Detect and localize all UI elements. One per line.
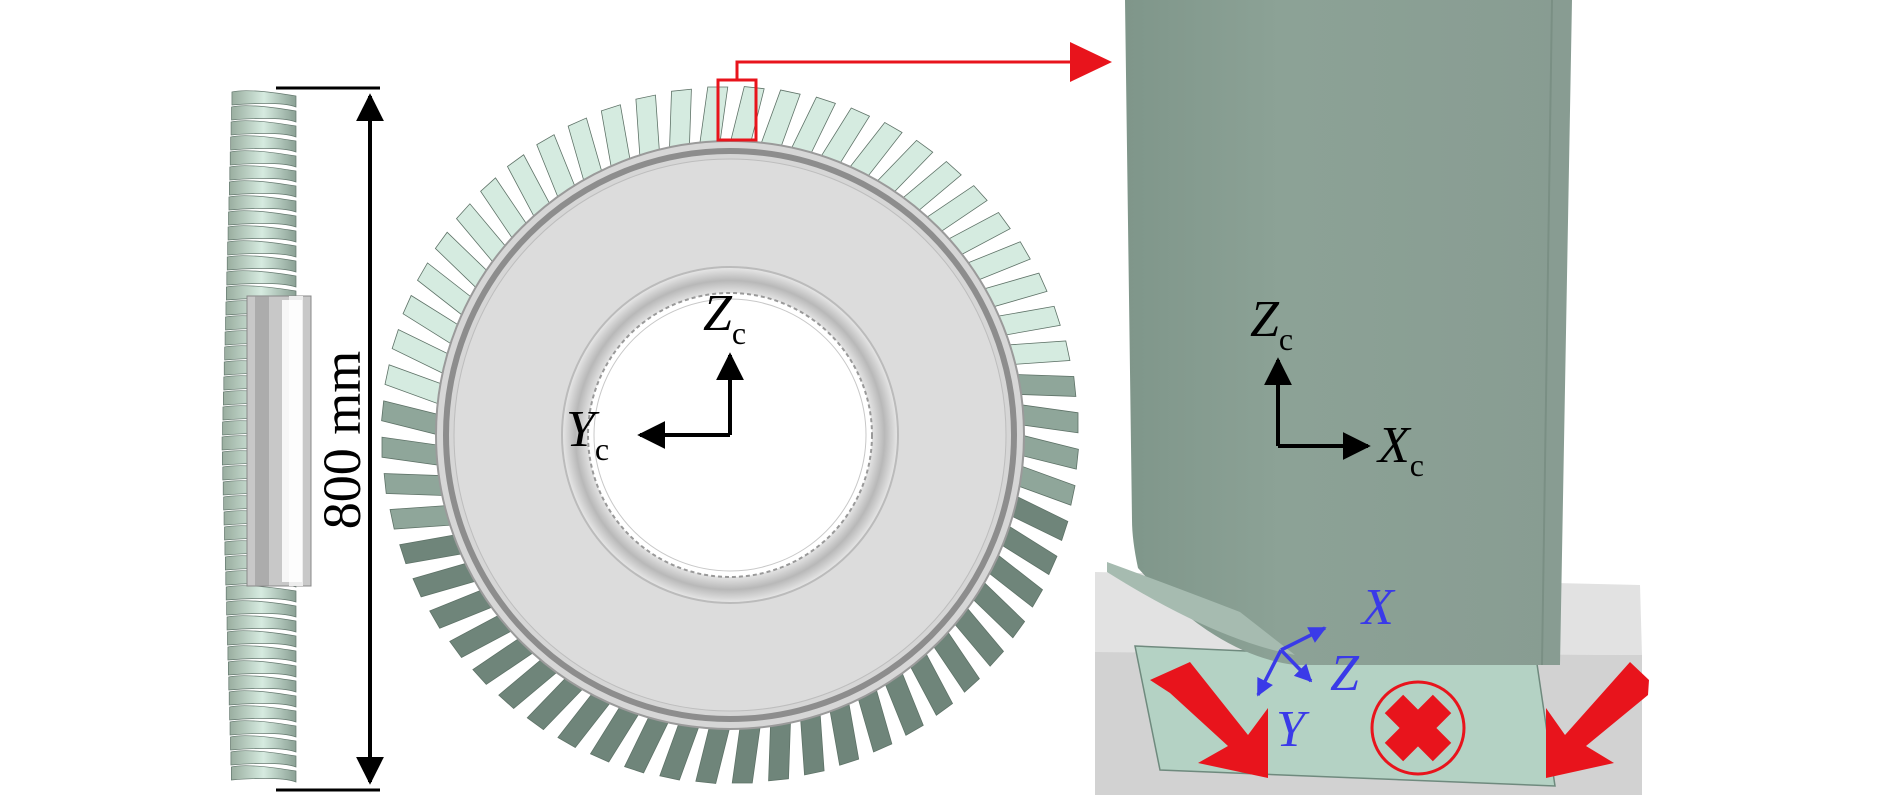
side-blade: [226, 255, 297, 273]
side-blade: [229, 150, 297, 168]
local-coordinate-axes: X Z Y: [1256, 579, 1396, 758]
side-blade: [230, 135, 297, 153]
force-arrow-icon: [1546, 662, 1649, 778]
dimension-indicator: 800 mm: [276, 86, 384, 792]
local-z-axis-label: Z: [1330, 645, 1360, 702]
local-x-axis-label: X: [1360, 579, 1396, 636]
blade-z-axis-label: Zc: [1250, 291, 1293, 357]
dimension-label: 800 mm: [312, 351, 372, 530]
side-blade: [229, 165, 297, 183]
side-blade: [227, 225, 297, 243]
blade-airfoil: [1125, 0, 1572, 665]
side-blade: [227, 630, 297, 648]
blade-highlight: [716, 42, 1112, 142]
side-blade: [226, 600, 297, 618]
side-blade: [226, 270, 297, 288]
boundary-conditions: [1150, 662, 1649, 778]
disk-side-view: [221, 90, 312, 783]
side-blade: [230, 120, 297, 138]
fixed-constraint-icon: [1370, 680, 1466, 776]
disk-y-axis-label: Yc: [566, 401, 609, 467]
side-blade: [228, 675, 297, 693]
side-blade: [230, 735, 297, 753]
force-arrow-icon: [1150, 662, 1268, 778]
side-blade: [227, 645, 297, 663]
side-blade: [228, 195, 297, 213]
disk-z-axis-label: Zc: [703, 285, 746, 351]
callout-line: [735, 60, 1075, 80]
side-blade: [227, 240, 297, 258]
blade-coordinate-axes: Zc Xc: [1250, 291, 1424, 483]
side-blade: [229, 705, 297, 723]
side-blade: [230, 765, 297, 783]
side-blade: [229, 180, 297, 198]
side-blade: [229, 720, 297, 738]
side-blade: [230, 750, 297, 768]
side-blade: [227, 660, 297, 678]
side-blade: [225, 585, 297, 603]
side-blade: [231, 105, 297, 123]
side-blade: [226, 615, 297, 633]
side-blade: [231, 90, 297, 108]
local-y-axis-label: Y: [1276, 701, 1310, 758]
side-blade: [228, 210, 297, 228]
blade-x-axis-label: Xc: [1376, 417, 1424, 483]
disk-coordinate-axes: Zc Yc: [566, 285, 746, 467]
side-blade: [228, 690, 297, 708]
right-arrow-icon: [1070, 42, 1112, 82]
